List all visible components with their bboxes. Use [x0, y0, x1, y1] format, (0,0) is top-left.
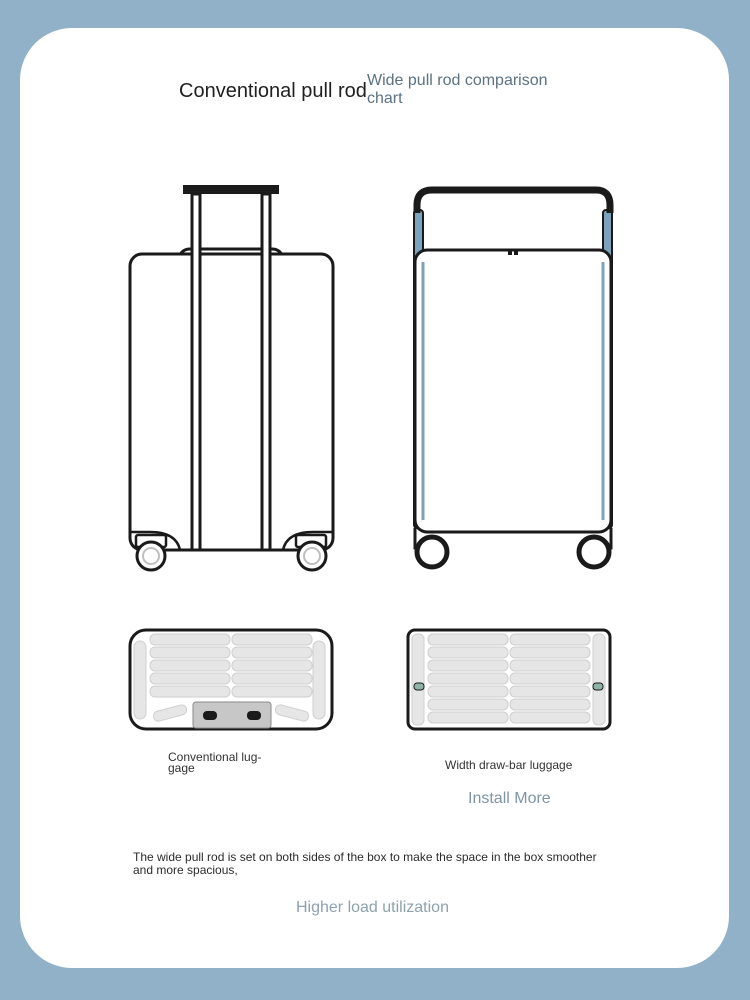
conventional-bottom-view [128, 628, 334, 731]
wide-rod-bottom-view [406, 628, 612, 731]
conventional-title: Conventional pull rod [179, 80, 367, 102]
conventional-luggage-illustration [128, 185, 335, 572]
description-text: The wide pull rod is set on both sides o… [133, 850, 597, 877]
higher-utilization-label: Higher load utilization [296, 899, 449, 916]
wide-rod-caption: Width draw-bar luggage [445, 758, 573, 772]
conventional-caption: Conventional lug-gage [168, 750, 262, 775]
wide-rod-luggage-illustration [413, 186, 614, 570]
wide-rod-title: Wide pull rod comparison chart [367, 72, 548, 107]
install-more-label: Install More [468, 790, 551, 807]
